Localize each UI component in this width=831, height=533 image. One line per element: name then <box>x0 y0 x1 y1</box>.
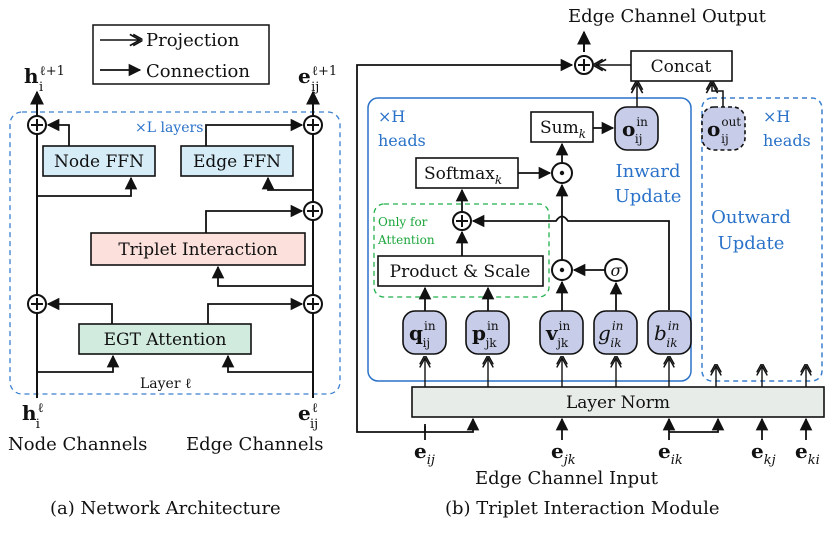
input-title: Edge Channel Input <box>475 468 659 489</box>
layer-norm-box <box>411 386 825 418</box>
softmax-box <box>415 157 519 189</box>
node-plus-bottom-icon <box>27 294 47 314</box>
legend-box <box>92 24 270 85</box>
e-ij-input: eij <box>414 439 435 468</box>
legend-projection: Projection <box>146 30 240 51</box>
triplet-box <box>90 232 306 266</box>
inward-container <box>367 97 692 382</box>
eij-to-ln-arrow <box>425 417 480 433</box>
to-edge-ffn-arrow <box>261 176 313 191</box>
edge-channels-label: Edge Channels <box>186 434 324 455</box>
egt-label: EGT Attention <box>104 330 227 350</box>
edge-ffn-box <box>180 145 294 177</box>
node-ffn-box <box>42 145 156 177</box>
e-ki-input: eki <box>795 439 820 468</box>
concat-label: Concat <box>651 57 712 77</box>
odot-top-icon <box>551 162 573 184</box>
edge-plus-mid-icon <box>303 201 323 221</box>
heads-left-label: heads <box>378 131 426 150</box>
edge-ffn-label: Edge FFN <box>193 152 281 172</box>
outward-line2: Update <box>718 233 785 254</box>
egt-edge-out-arrow <box>207 297 304 324</box>
edge-plus-top-icon <box>303 115 323 135</box>
edge-plus-bottom-icon <box>303 294 323 314</box>
e-kj-input: ekj <box>751 439 776 468</box>
triplet-label: Triplet Interaction <box>118 240 277 260</box>
heads-right-label: heads <box>763 131 811 150</box>
heads-right-mult: ×H <box>763 107 790 126</box>
e-ik-input: eik <box>658 439 683 468</box>
sum-box <box>530 111 594 143</box>
sum-label: Sumk <box>540 118 586 141</box>
edge-to-egt-arrow <box>221 354 313 373</box>
product-scale-box <box>377 255 544 287</box>
attention-only-container <box>373 203 550 298</box>
product-scale-label: Product & Scale <box>390 262 531 282</box>
node-to-egt-arrow <box>37 354 120 373</box>
sigma-label: σ <box>611 261 623 280</box>
o-out-to-concat-arrow <box>712 83 724 107</box>
node-plus-top-icon <box>27 115 47 135</box>
legend-connection: Connection <box>146 61 250 82</box>
edge-ffn-out-arrow <box>205 118 304 146</box>
egt-node-out-arrow <box>46 297 113 324</box>
inward-line2: Update <box>615 186 682 207</box>
layer-label: Layer ℓ <box>140 376 192 392</box>
softmax-label: Softmaxk <box>424 164 502 187</box>
layers-container <box>9 111 341 395</box>
output-plus-icon <box>574 55 594 75</box>
attention-plus-icon <box>452 211 472 231</box>
egt-box <box>78 323 252 355</box>
node-channels-label: Node Channels <box>8 434 147 455</box>
triplet-interaction-module: Edge Channel Output Concat ×H heads Inwa… <box>356 6 825 519</box>
triplet-out-arrow <box>205 204 304 233</box>
node-ffn-label: Node FFN <box>54 152 144 172</box>
outward-line1: Outward <box>711 207 791 228</box>
concat-box <box>630 50 733 82</box>
to-node-ffn-arrow <box>37 176 138 197</box>
odot-bottom-icon <box>551 259 573 281</box>
node-ffn-out-arrow <box>46 118 70 146</box>
eik-to-ln-arrow <box>668 417 725 440</box>
only-for-line2: Attention <box>377 233 435 247</box>
inward-line1: Inward <box>616 161 681 182</box>
e-jk-input: ejk <box>551 439 576 468</box>
heads-left-mult: ×H <box>378 107 405 126</box>
left-caption: (a) Network Architecture <box>50 498 281 519</box>
layers-label: ×L layers <box>135 120 203 136</box>
layer-norm-label: Layer Norm <box>566 393 670 413</box>
to-triplet-arrow <box>211 265 313 287</box>
right-caption: (b) Triplet Interaction Module <box>445 498 719 519</box>
output-title: Edge Channel Output <box>568 6 767 27</box>
legend: Projection Connection <box>92 24 270 85</box>
only-for-line1: Only for <box>378 215 428 229</box>
